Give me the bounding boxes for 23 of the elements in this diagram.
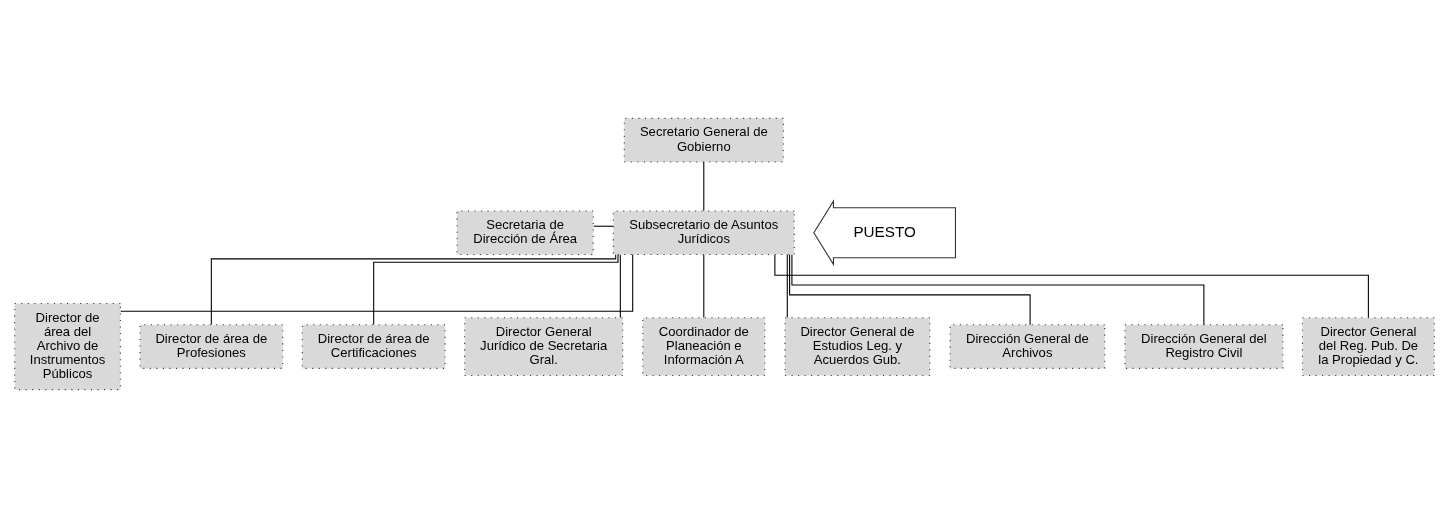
connector (210, 254, 617, 326)
node-box: Director de área del Archivo de Instrumentos Públicos (14, 303, 121, 391)
connector (791, 254, 1205, 326)
connector (786, 254, 788, 318)
node-box: Secretaria de Dirección de Área (456, 210, 594, 256)
connector (774, 254, 1369, 319)
node-box: Dirección General del Registro Civil (1124, 324, 1284, 369)
node-box: Coordinador de Planeación e Información A (642, 317, 766, 377)
connector (619, 254, 621, 318)
connector (703, 254, 705, 318)
node-box: Secretario General de Gobierno (623, 117, 784, 163)
node-box: Subsecretario de Asuntos Jurídicos (612, 210, 795, 256)
node-box: Director General Jurídico de Secretaria Gral. (464, 317, 624, 377)
node-box: Dirección General de Archivos (949, 324, 1106, 369)
node-box: Director General del Reg. Pub. De la Propiedad y C. (1301, 317, 1435, 377)
node-box: Director General de Estudios Leg. y Acuerdos Gub. (784, 317, 931, 377)
node-box: Director de área de Certificaciones (301, 324, 446, 369)
connector (789, 254, 1031, 326)
connector (703, 161, 705, 212)
connector (373, 254, 619, 325)
connector (120, 254, 634, 312)
connector (593, 225, 614, 227)
node-box: Director de área de Profesiones (139, 324, 284, 369)
